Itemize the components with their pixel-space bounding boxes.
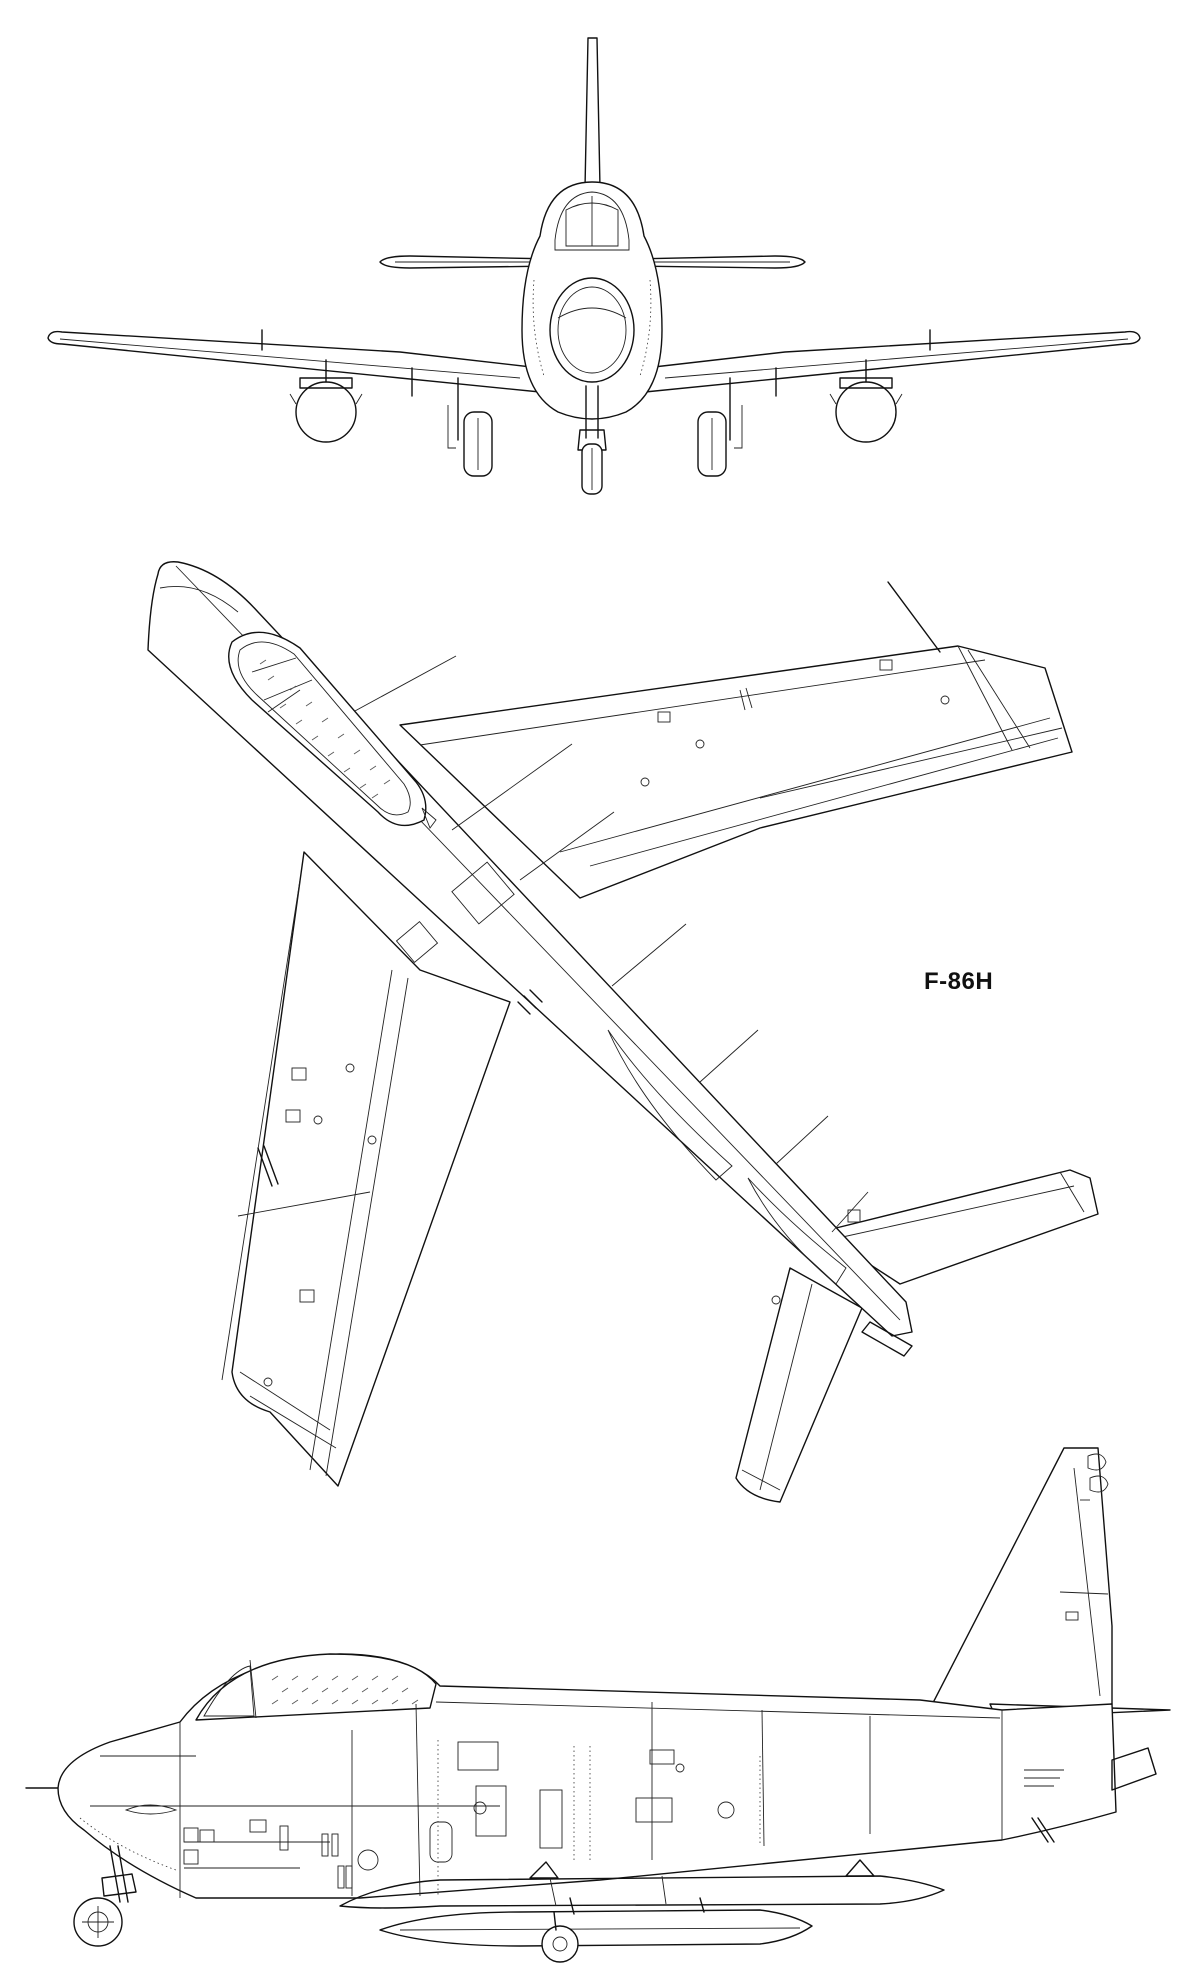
top-view bbox=[147, 561, 1099, 1503]
side-view bbox=[25, 1447, 1171, 1963]
front-view bbox=[47, 37, 1141, 495]
model-designation-label: F-86H bbox=[924, 968, 994, 995]
